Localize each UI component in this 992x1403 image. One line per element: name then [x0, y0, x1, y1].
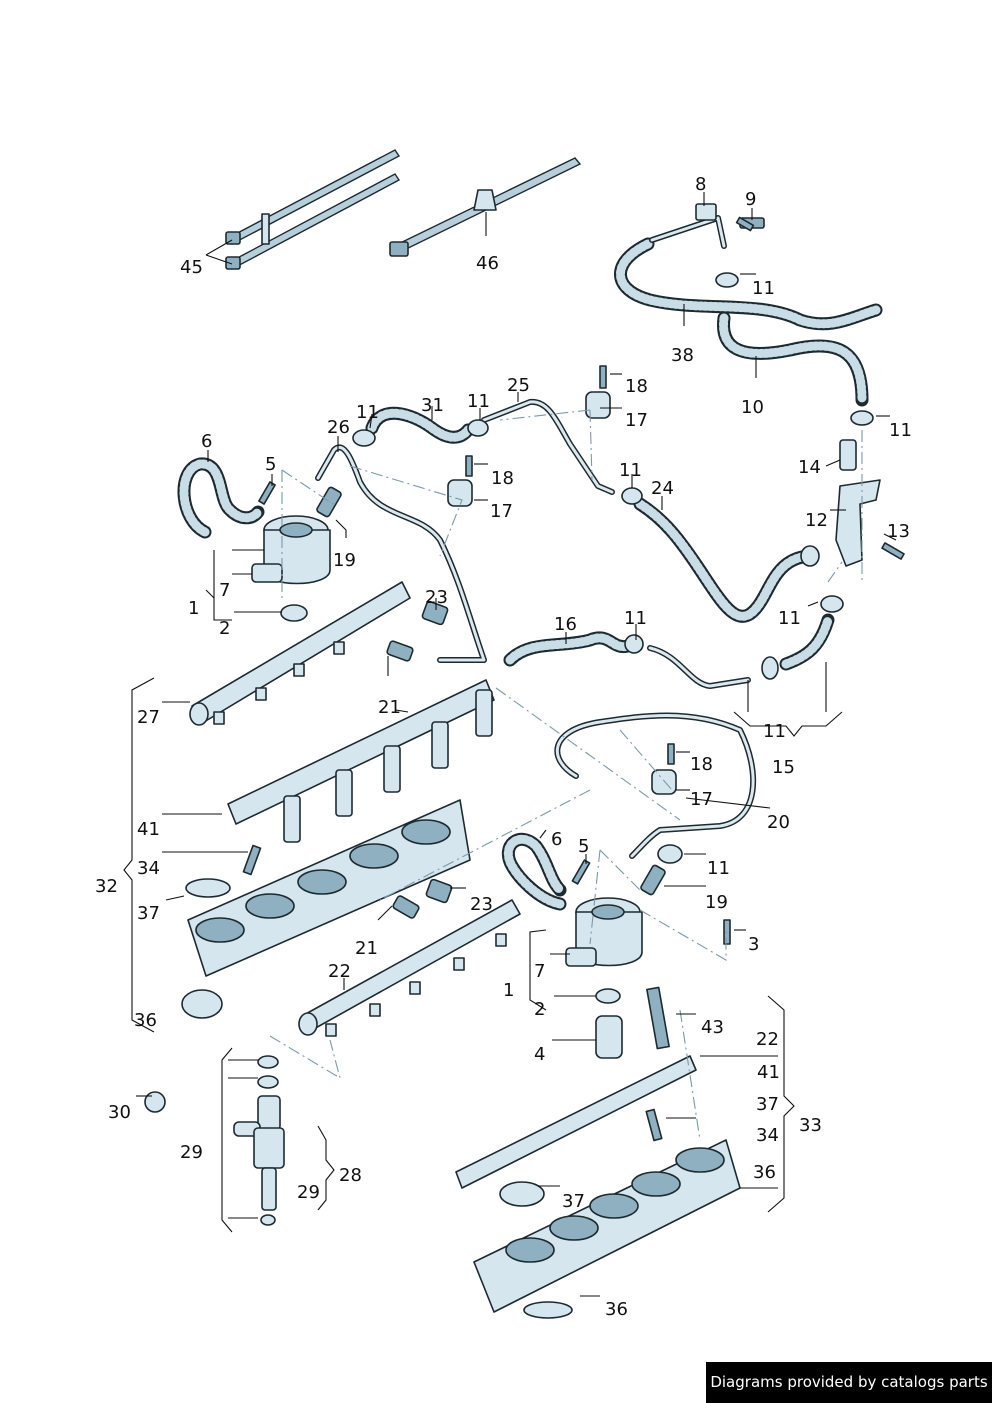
- callout-19: 19: [705, 892, 728, 913]
- callout-13: 13: [887, 521, 910, 542]
- callout-37: 37: [756, 1094, 779, 1115]
- callout-11: 11: [624, 608, 647, 629]
- callout-19: 19: [333, 550, 356, 571]
- callout-29: 29: [297, 1182, 320, 1203]
- callout-11: 11: [763, 721, 786, 742]
- callout-23: 23: [470, 894, 493, 915]
- callout-43: 43: [701, 1017, 724, 1038]
- callout-32: 32: [95, 876, 118, 897]
- callout-11: 11: [752, 278, 775, 299]
- callout-41: 41: [137, 819, 160, 840]
- callout-21: 21: [378, 697, 401, 718]
- cable-tie-icon: [225, 149, 582, 270]
- injector-bracket-icon: [227, 679, 697, 1189]
- callout-28: 28: [339, 1165, 362, 1186]
- callout-1: 1: [503, 980, 514, 1001]
- callout-8: 8: [695, 174, 706, 195]
- high-pressure-fuel-pump-icon: [251, 515, 643, 1059]
- callout-2: 2: [219, 618, 230, 639]
- callout-9: 9: [745, 189, 756, 210]
- callout-11: 11: [889, 420, 912, 441]
- intake-manifold-icon: [181, 799, 741, 1319]
- callout-11: 11: [778, 608, 801, 629]
- callout-7: 7: [219, 580, 230, 601]
- fuel-hose-icon: [177, 398, 835, 911]
- callout-1: 1: [188, 598, 199, 619]
- callout-3: 3: [748, 934, 759, 955]
- callout-27: 27: [137, 707, 160, 728]
- callout-25: 25: [507, 375, 530, 396]
- callout-22: 22: [328, 961, 351, 982]
- callout-15: 15: [772, 757, 795, 778]
- fuel-hose-icon: [614, 203, 883, 426]
- callout-11: 11: [467, 391, 490, 412]
- pressure-sensor-icon: [316, 439, 881, 919]
- callout-22: 22: [756, 1029, 779, 1050]
- callout-10: 10: [741, 397, 764, 418]
- callout-36: 36: [605, 1299, 628, 1320]
- callout-34: 34: [756, 1125, 779, 1146]
- callout-11: 11: [707, 858, 730, 879]
- callout-7: 7: [534, 961, 545, 982]
- callout-21: 21: [355, 938, 378, 959]
- callout-30: 30: [108, 1102, 131, 1123]
- callout-20: 20: [767, 812, 790, 833]
- callout-41: 41: [757, 1062, 780, 1083]
- callout-33: 33: [799, 1115, 822, 1136]
- callout-38: 38: [671, 345, 694, 366]
- hose-clip-icon: [144, 419, 844, 1113]
- callout-45: 45: [180, 257, 203, 278]
- callout-34: 34: [137, 858, 160, 879]
- bolt-icon: [242, 216, 905, 1142]
- callout-36: 36: [753, 1162, 776, 1183]
- callout-37: 37: [562, 1191, 585, 1212]
- callout-11: 11: [356, 402, 379, 423]
- callout-16: 16: [554, 614, 577, 635]
- watermark-banner: Diagrams provided by catalogs parts: [706, 1362, 992, 1403]
- callout-23: 23: [425, 587, 448, 608]
- callout-31: 31: [421, 395, 444, 416]
- callout-36: 36: [134, 1010, 157, 1031]
- callout-5: 5: [578, 836, 589, 857]
- callout-18: 18: [690, 754, 713, 775]
- callout-37: 37: [137, 903, 160, 924]
- callout-26: 26: [327, 417, 350, 438]
- callout-17: 17: [690, 789, 713, 810]
- callout-18: 18: [491, 468, 514, 489]
- callout-18: 18: [625, 376, 648, 397]
- callout-6: 6: [551, 829, 562, 850]
- callout-leader-lines: [123, 192, 897, 1297]
- callout-4: 4: [534, 1044, 545, 1065]
- callout-17: 17: [490, 501, 513, 522]
- callout-6: 6: [201, 431, 212, 452]
- callout-2: 2: [534, 999, 545, 1020]
- fuel-injector-icon: [233, 1055, 285, 1226]
- callout-5: 5: [265, 454, 276, 475]
- callout-17: 17: [625, 410, 648, 431]
- callout-11: 11: [619, 460, 642, 481]
- callout-14: 14: [798, 457, 821, 478]
- callout-12: 12: [805, 510, 828, 531]
- callout-24: 24: [651, 478, 674, 499]
- fuel-rail-icon: [189, 581, 521, 1037]
- assembly-guide-lines: [269, 409, 863, 1141]
- callout-numbers: 45 46 8 9 11 38 10 11 25 18 17 11 31 11 …: [95, 174, 912, 1320]
- callout-46: 46: [476, 253, 499, 274]
- callout-29: 29: [180, 1142, 203, 1163]
